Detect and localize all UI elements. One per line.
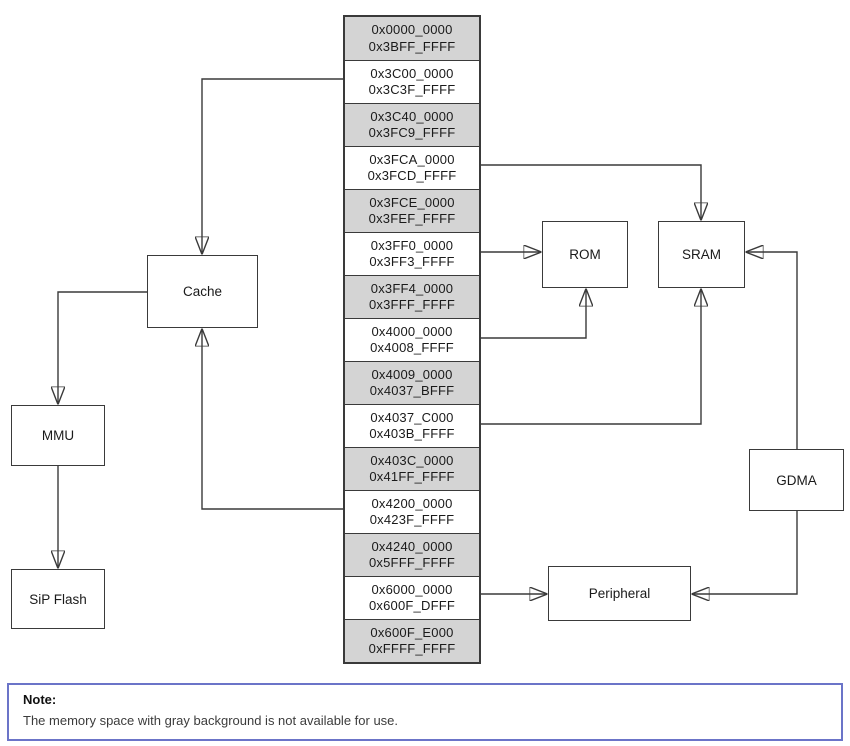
gdma-block: GDMA [749, 449, 844, 511]
peripheral-block: Peripheral [548, 566, 691, 621]
memory-row-start: 0x0000_0000 [371, 22, 453, 37]
peripheral-label: Peripheral [588, 586, 651, 601]
sip-flash-label: SiP Flash [29, 591, 87, 607]
memory-row-end: 0x3FF3_FFFF [369, 254, 455, 269]
mmu-block: MMU [11, 405, 105, 466]
gdma-label: GDMA [776, 472, 817, 488]
memory-row-end: 0xFFFF_FFFF [368, 641, 456, 656]
memory-row-end: 0x4008_FFFF [370, 340, 454, 355]
arrow-cache-to-mmu [58, 291, 147, 403]
memory-row-end: 0x3FEF_FFFF [368, 211, 456, 226]
note-text: The memory space with gray background is… [23, 713, 399, 728]
memory-row-end: 0x3BFF_FFFF [368, 38, 456, 54]
arrow-gdma-to-peripheral [693, 511, 798, 594]
sram-block: SRAM [658, 221, 745, 288]
note-title: Note: [23, 692, 57, 707]
memory-row-start: 0x403C_0000 [370, 452, 454, 468]
memory-row: 0x4000_0000 0x4008_FFFF [345, 318, 479, 361]
memory-row: 0x3C40_0000 0x3FC9_FFFF [345, 103, 479, 146]
cache-label: Cache [182, 284, 223, 299]
memory-row-end: 0x423F_FFFF [369, 512, 455, 527]
memory-row: 0x4037_C000 0x403B_FFFF [345, 404, 479, 447]
memory-row-end: 0x403B_FFFF [369, 426, 455, 441]
memory-row-start: 0x4037_C000 [370, 409, 454, 425]
memory-row: 0x0000_0000 0x3BFF_FFFF [345, 17, 479, 60]
memory-row: 0x3C00_0000 0x3C3F_FFFF [345, 60, 479, 103]
memory-row-end: 0x3C3F_FFFF [368, 82, 456, 97]
memory-row-start: 0x600F_E000 [370, 624, 454, 640]
memory-row: 0x4240_0000 0x5FFF_FFFF [345, 533, 479, 576]
memory-row: 0x4009_0000 0x4037_BFFF [345, 361, 479, 404]
memory-row: 0x600F_E000 0xFFFF_FFFF [345, 619, 479, 662]
memory-row-end: 0x3FFF_FFFF [369, 297, 455, 312]
memory-row-start: 0x4009_0000 [371, 366, 453, 382]
mmu-label: MMU [41, 428, 75, 443]
memory-row: 0x4200_0000 0x423F_FFFF [345, 490, 479, 533]
memory-row-end: 0x3FC9_FFFF [368, 125, 456, 140]
memory-row: 0x3FF4_0000 0x3FFF_FFFF [345, 275, 479, 318]
arrow-mem-4200-to-cache [202, 330, 343, 510]
arrow-mem-4037c-to-sram [481, 290, 701, 425]
sram-label: SRAM [681, 247, 721, 262]
memory-row-start: 0x3FF4_0000 [370, 280, 454, 296]
memory-row-start: 0x4000_0000 [371, 323, 453, 339]
memory-row-end: 0x4037_BFFF [369, 383, 455, 398]
arrow-gdma-to-sram [747, 252, 798, 449]
memory-row: 0x3FF0_0000 0x3FF3_FFFF [345, 232, 479, 275]
sip-flash-block: SiP Flash [11, 569, 105, 629]
memory-row-end: 0x5FFF_FFFF [369, 555, 455, 570]
cache-block: Cache [147, 255, 258, 328]
memory-address-stack: 0x0000_0000 0x3BFF_FFFF 0x3C00_0000 0x3C… [343, 15, 481, 664]
rom-label: ROM [569, 247, 601, 262]
memory-row: 0x6000_0000 0x600F_DFFF [345, 576, 479, 619]
memory-row-start: 0x3FCA_0000 [369, 151, 455, 167]
memory-row-start: 0x4200_0000 [371, 495, 453, 511]
memory-row-start: 0x6000_0000 [371, 581, 453, 597]
memory-row-end: 0x3FCD_FFFF [367, 168, 457, 183]
memory-row-start: 0x3FCE_0000 [369, 194, 455, 210]
memory-row: 0x3FCE_0000 0x3FEF_FFFF [345, 189, 479, 232]
arrow-mem-4000-to-rom [481, 290, 586, 339]
memory-row-start: 0x3C40_0000 [370, 108, 454, 124]
memory-row-start: 0x4240_0000 [371, 538, 453, 554]
memory-row: 0x3FCA_0000 0x3FCD_FFFF [345, 146, 479, 189]
arrow-mem-3fca-to-sram [481, 164, 701, 219]
note-box: Note: The memory space with gray backgro… [7, 683, 843, 741]
rom-block: ROM [542, 221, 628, 288]
memory-row-end: 0x41FF_FFFF [369, 469, 455, 484]
memory-row-start: 0x3C00_0000 [370, 65, 454, 81]
memory-row: 0x403C_0000 0x41FF_FFFF [345, 447, 479, 490]
memory-row-end: 0x600F_DFFF [368, 598, 455, 613]
arrow-mem-3c00-to-cache [202, 78, 343, 253]
memory-row-start: 0x3FF0_0000 [370, 237, 454, 253]
